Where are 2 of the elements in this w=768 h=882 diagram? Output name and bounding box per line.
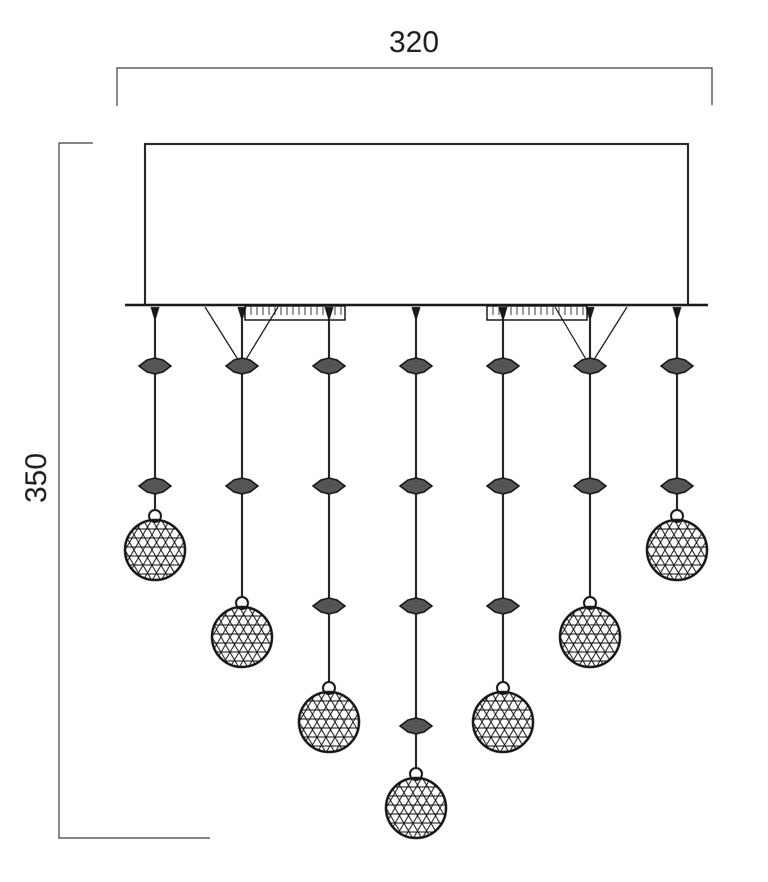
dimension-label: 320 [389, 28, 440, 58]
dimension-label: 350 [22, 452, 52, 504]
